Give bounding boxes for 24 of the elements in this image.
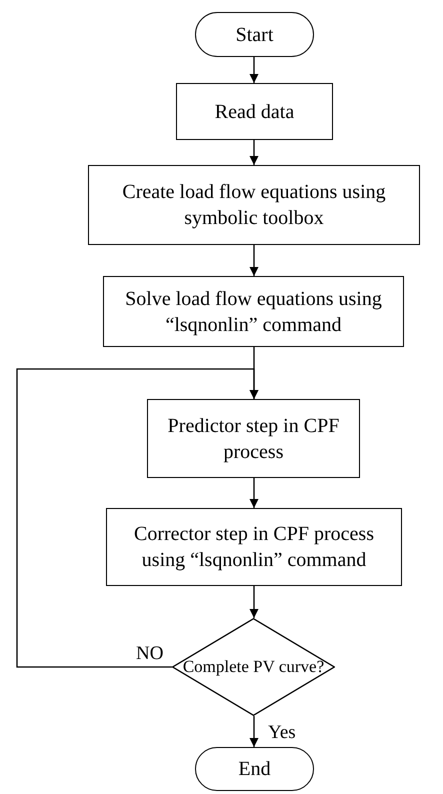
arrow (250, 245, 258, 276)
process-box (88, 165, 420, 245)
node-text: Create load flow equations using symbolic toolbox (121, 180, 387, 231)
terminal-box (195, 12, 314, 57)
process-box (103, 276, 404, 347)
node-text: Corrector step in CPF process using “lsqnonlin” command (133, 522, 375, 573)
node-text: Predictor step in CPF process (166, 414, 340, 464)
node-text: Start (234, 22, 274, 48)
node-text: End (237, 757, 272, 782)
process-box (147, 399, 360, 478)
process-box (106, 508, 402, 586)
edge-label: Yes (268, 723, 296, 742)
edge-label: NO (136, 644, 164, 663)
process-box (176, 83, 333, 140)
arrow (250, 586, 258, 618)
node-text: Read data (214, 100, 296, 124)
arrow (250, 140, 258, 165)
node-text: Complete PV curve? (182, 656, 326, 678)
arrow (16, 368, 258, 668)
arrow (250, 716, 258, 747)
node-text: Solve load flow equations using “lsqnonlin” command (124, 286, 383, 338)
arrow (250, 57, 258, 83)
terminal-box (195, 747, 314, 791)
arrow (250, 478, 258, 508)
